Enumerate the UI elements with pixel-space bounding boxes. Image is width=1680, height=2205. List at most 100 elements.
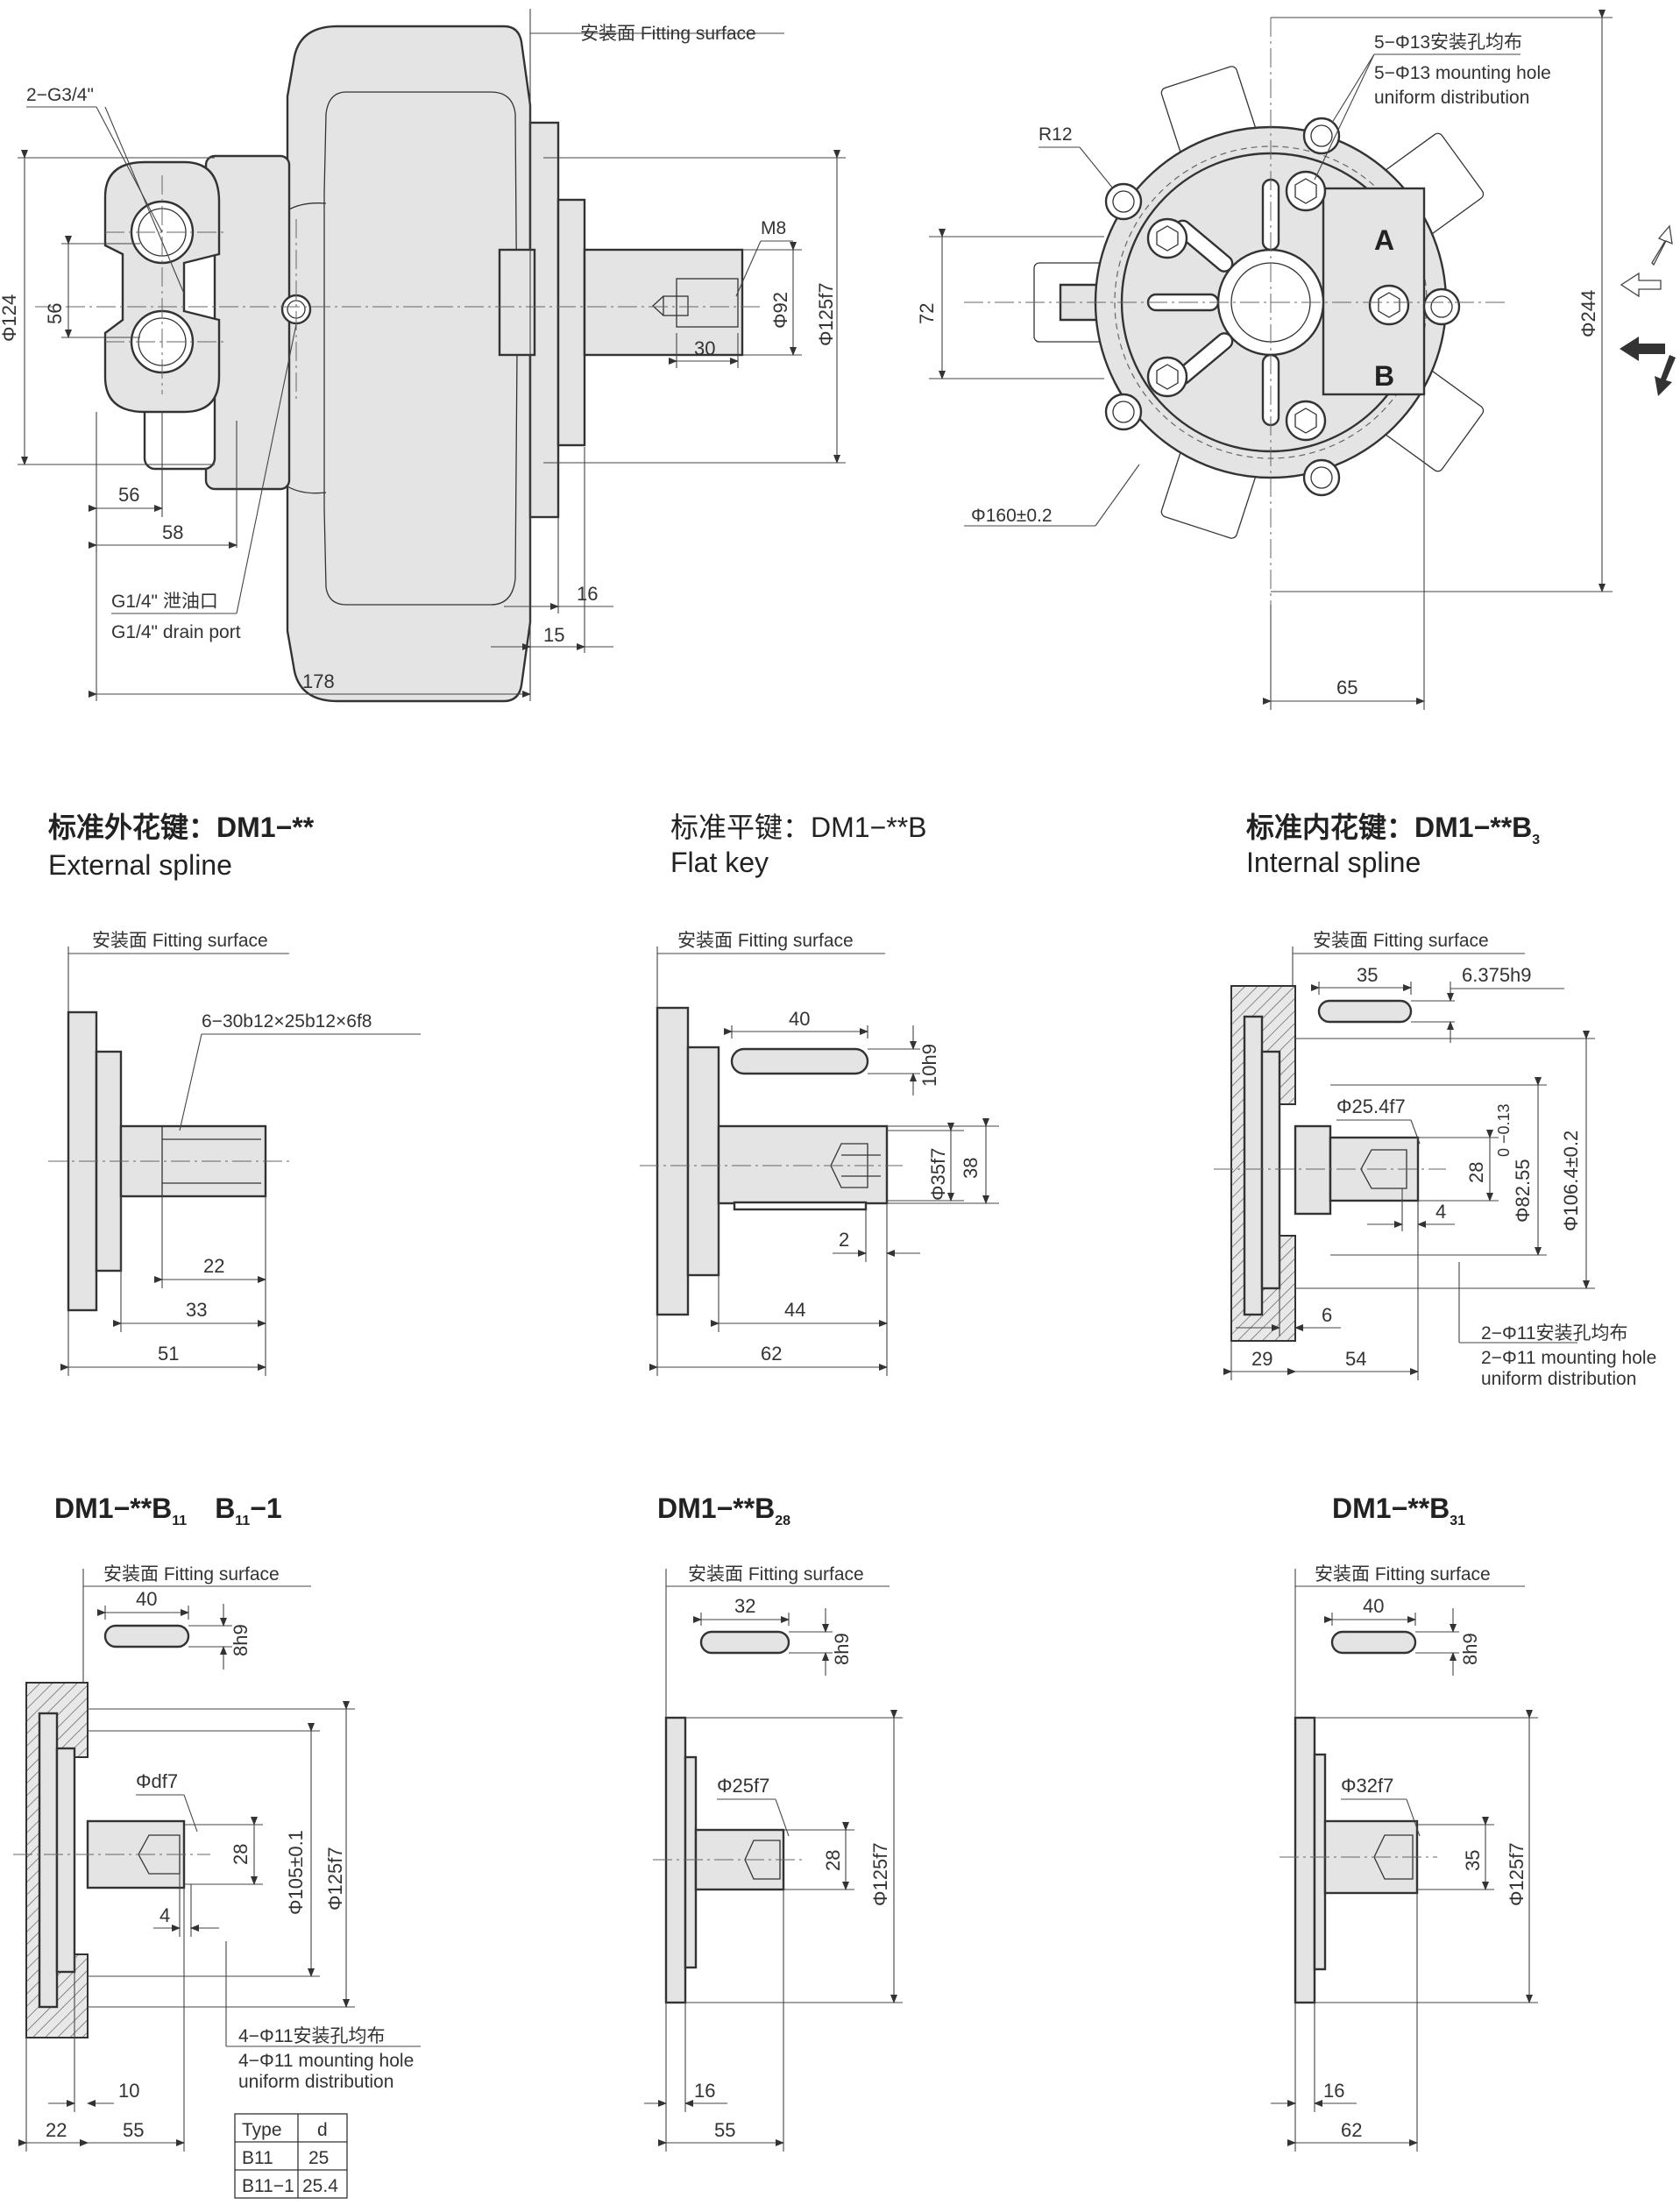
dim-30: 30 [694, 337, 715, 359]
int-dim-phi254f7: Φ25.4f7 [1336, 1095, 1406, 1117]
internal-spline-view: 安装面 Fitting surface 35 6.375h9 Φ106.4±0.… [1214, 931, 1656, 1389]
b28-dim-phi25f7: Φ25f7 [717, 1775, 769, 1797]
mount5-label-cn: 5−Φ13安装孔均布 [1374, 32, 1522, 53]
dim-phi92: Φ92 [769, 292, 791, 329]
table-header-type: Type [242, 2120, 282, 2140]
mount5-label-en2: uniform distribution [1374, 88, 1529, 108]
int-dim-35: 35 [1357, 964, 1378, 986]
b28-view: 安装面 Fitting surface 32 8h9 Φ25f7 28 Φ125… [644, 1564, 903, 2152]
mount4-label-en1: 4−Φ11 mounting hole [238, 2051, 414, 2071]
int-dim-phi8255-tolerance: 0 −0.13 [1495, 1103, 1513, 1157]
int-dim-phi1064: Φ106.4±0.2 [1560, 1131, 1582, 1231]
dim-72: 72 [916, 303, 938, 324]
b31-dim-8h9: 8h9 [1459, 1633, 1481, 1665]
flat-dim-phi35f7: Φ35f7 [927, 1148, 949, 1201]
b31-dim-35: 35 [1462, 1850, 1484, 1871]
b31-fitting-surface-label: 安装面 Fitting surface [1315, 1564, 1491, 1585]
heading-external-spline-cn: 标准外花键：DM1−** [48, 812, 315, 843]
b11-dim-4: 4 [159, 1904, 170, 1926]
dim-58: 58 [162, 521, 183, 543]
dim-d124: Φ124 [0, 294, 20, 342]
heading-flat-key-en: Flat key [670, 847, 769, 878]
heading-flat-key-cn: 标准平键：DM1−**B [670, 812, 927, 843]
r12-label: R12 [1038, 124, 1073, 145]
b11-type-table: Type d B11 25 B11−1 25.4 [234, 2113, 348, 2199]
b28-dim-28: 28 [822, 1850, 844, 1871]
rotation-arrow-diagonal-hollow-icon [1651, 224, 1673, 266]
mount2-label-en2: uniform distribution [1481, 1369, 1636, 1389]
g34-label: 2−G3/4" [26, 85, 94, 105]
flat-dim-44: 44 [784, 1299, 805, 1321]
heading-internal-spline-cn: 标准内花键：DM1−**B3 [1246, 812, 1540, 847]
mount2-label-cn: 2−Φ11安装孔均布 [1481, 1323, 1628, 1344]
int-fitting-surface-label: 安装面 Fitting surface [1313, 931, 1489, 951]
b31-dim-40: 40 [1363, 1595, 1384, 1617]
b28-dim-16: 16 [694, 2080, 715, 2102]
phi160-label: Φ160±0.2 [971, 506, 1053, 526]
b31-dim-16: 16 [1323, 2080, 1344, 2102]
front-view-dimensions: R12 5−Φ13安装孔均布 5−Φ13 mounting hole unifo… [916, 10, 1676, 710]
ext-fitting-surface-label: 安装面 Fitting surface [92, 931, 268, 951]
flat-dim-62: 62 [761, 1343, 782, 1365]
flat-dim-40: 40 [789, 1008, 810, 1030]
b28-dim-8h9: 8h9 [831, 1633, 853, 1665]
dim-phi125f7: Φ125f7 [815, 282, 837, 346]
mount2-label-en1: 2−Φ11 mounting hole [1481, 1348, 1656, 1368]
table-row2-type: B11−1 [242, 2176, 294, 2196]
int-dim-6375h9: 6.375h9 [1462, 964, 1532, 986]
b11-view: 安装面 Fitting surface 40 8h9 Φdf7 28 Φ105±… [13, 1564, 421, 2152]
motor-side-view [35, 25, 762, 703]
rotation-arrow-hollow-icon [1620, 272, 1662, 298]
ext-dim-51: 51 [158, 1343, 179, 1365]
b11-fitting-surface-label: 安装面 Fitting surface [103, 1564, 280, 1585]
flat-dim-2: 2 [839, 1229, 849, 1251]
dim-phi244: Φ244 [1577, 290, 1599, 337]
b11-dim-55: 55 [123, 2119, 144, 2141]
int-dim-29: 29 [1251, 1348, 1272, 1370]
b28-dim-32: 32 [734, 1595, 755, 1617]
mount4-label-cn: 4−Φ11安装孔均布 [238, 2026, 386, 2046]
motor-front-view: A B [964, 18, 1507, 605]
heading-b28: DM1−**B28 [657, 1492, 790, 1528]
b31-dim-62: 62 [1341, 2119, 1362, 2141]
dim-15: 15 [543, 624, 564, 646]
b11-dim-10: 10 [118, 2080, 139, 2102]
flat-dim-10h9: 10h9 [918, 1044, 940, 1087]
m8-label: M8 [761, 218, 786, 238]
b31-dim-phi32f7: Φ32f7 [1341, 1775, 1393, 1797]
b31-dim-phi125f7: Φ125f7 [1506, 1842, 1528, 1906]
b11-dim-40: 40 [136, 1588, 157, 1610]
b28-dim-55: 55 [714, 2119, 735, 2141]
dim-56-vertical: 56 [44, 303, 66, 324]
flat-fitting-surface-label: 安装面 Fitting surface [677, 931, 854, 951]
b11-dim-phidf7: Φdf7 [136, 1770, 178, 1792]
int-dim-phi8255: Φ82.55 [1512, 1159, 1534, 1223]
flat-dim-38: 38 [960, 1158, 982, 1179]
dim-16: 16 [577, 583, 598, 605]
b31-view: 安装面 Fitting surface 40 8h9 Φ32f7 35 Φ125… [1271, 1564, 1538, 2152]
table-row2-d: 25.4 [302, 2176, 338, 2196]
b11-dim-phi105: Φ105±0.1 [285, 1830, 307, 1915]
heading-internal-spline-en: Internal spline [1246, 847, 1421, 878]
ext-dim-33: 33 [186, 1299, 207, 1321]
drain-port-label-cn: G1/4" 泄油口 [111, 592, 218, 612]
heading-external-spline-en: External spline [48, 849, 232, 881]
table-row1-d: 25 [308, 2148, 329, 2168]
b28-dim-phi125f7: Φ125f7 [869, 1842, 891, 1906]
dim-56-horizontal: 56 [118, 484, 139, 506]
fitting-surface-label-main: 安装面 Fitting surface [580, 24, 756, 44]
rotation-arrow-solid-icon [1620, 337, 1665, 361]
table-row1-type: B11 [242, 2148, 273, 2168]
section-headings-row1: 标准外花键：DM1−** External spline 标准平键：DM1−**… [48, 812, 1540, 881]
drain-port-label-en: G1/4" drain port [111, 622, 241, 642]
table-header-d: d [317, 2120, 328, 2140]
port-a-label: A [1374, 224, 1394, 256]
b28-fitting-surface-label: 安装面 Fitting surface [688, 1564, 864, 1585]
dim-178: 178 [302, 670, 335, 692]
dim-65: 65 [1336, 677, 1357, 698]
external-spline-view: 安装面 Fitting surface 6−30b12×25b12×6f8 22… [48, 931, 421, 1376]
b11-dim-phi125f7: Φ125f7 [324, 1847, 346, 1911]
